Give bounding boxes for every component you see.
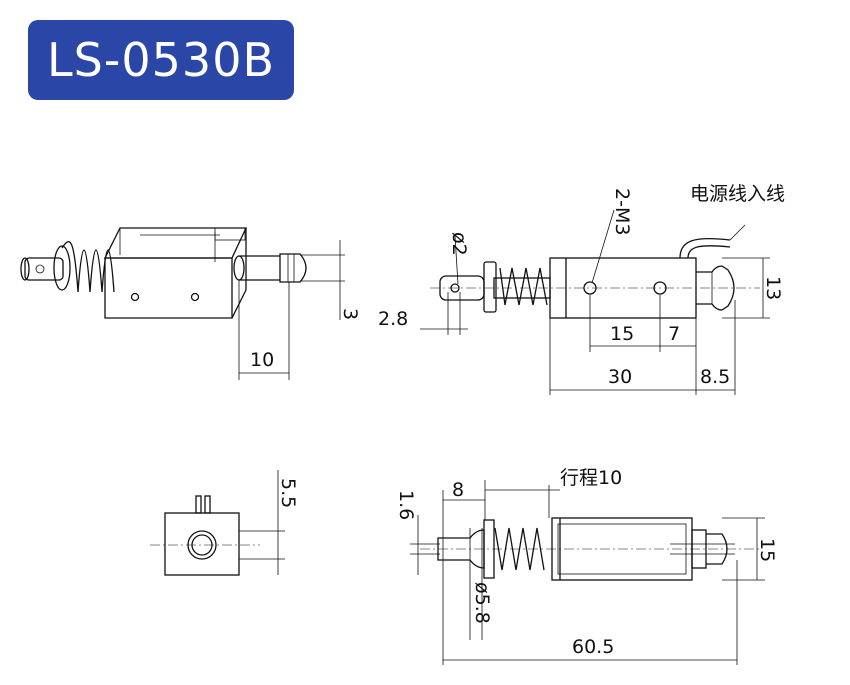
stroke-label: 行程10 <box>560 467 622 489</box>
dim-top-offset: 2.8 <box>378 308 408 330</box>
dim-persp-pin: 3 <box>339 308 361 320</box>
lead-wire-label: 电源线入线 <box>690 183 785 205</box>
dim-bot-height: 15 <box>756 538 778 562</box>
dim-end-height: 5.5 <box>277 478 299 508</box>
section-view <box>410 480 765 665</box>
perspective-view <box>20 227 345 380</box>
dim-top-pin: ø2 <box>448 232 470 256</box>
end-view <box>150 470 285 576</box>
dim-top-ext: 8.5 <box>700 366 730 388</box>
top-view <box>420 209 770 395</box>
dim-bot-spring: ø5.8 <box>471 582 493 624</box>
dim-bot-pin: 1.6 <box>395 490 417 520</box>
dim-top-hole-edge: 7 <box>668 323 680 345</box>
dim-bot-8: 8 <box>452 479 464 501</box>
mount-hole-icon <box>190 292 200 302</box>
dim-top-screw: 2-M3 <box>611 188 633 235</box>
model-title: LS-0530B <box>28 20 294 100</box>
dim-top-body: 30 <box>608 366 632 388</box>
dim-persp-len: 10 <box>250 349 274 371</box>
dim-bot-total: 60.5 <box>572 636 614 658</box>
dim-top-hole-spacing: 15 <box>610 323 634 345</box>
mount-hole-icon <box>130 292 140 302</box>
dim-top-height: 13 <box>762 276 784 300</box>
